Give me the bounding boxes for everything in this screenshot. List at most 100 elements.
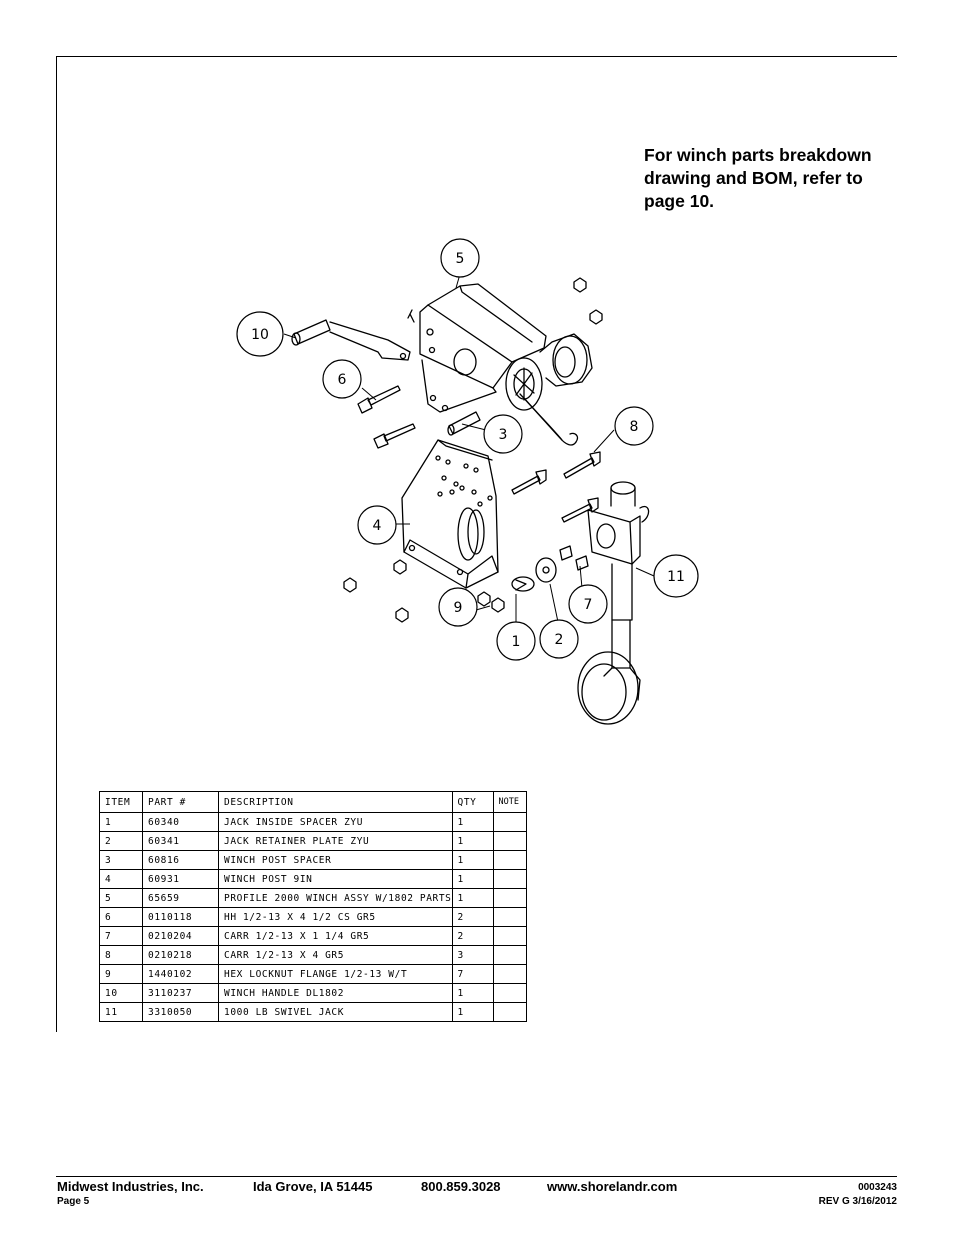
- svg-text:5: 5: [456, 251, 465, 267]
- bom-item: 10: [99, 983, 143, 1003]
- locknut-group: [343, 277, 603, 623]
- bom-description: HEX LOCKNUT FLANGE 1/2-13 W/T: [218, 964, 453, 984]
- bom-qty: 1: [451, 850, 494, 870]
- bom-description: CARR 1/2-13 X 4 GR5: [218, 945, 453, 965]
- callout-5: 5: [440, 238, 480, 278]
- bom-part: 3110237: [142, 983, 219, 1003]
- swivel-jack: [577, 481, 650, 725]
- frame-top-border: [56, 56, 897, 57]
- inside-spacer-1: [511, 576, 535, 592]
- bom-qty: 2: [451, 926, 494, 946]
- callout-2: 2: [539, 619, 579, 659]
- bom-header-part: PART #: [142, 791, 219, 813]
- footer-website: www.shorelandr.com: [547, 1179, 678, 1194]
- retainer-plate-2: [535, 557, 557, 583]
- bom-item: 7: [99, 926, 143, 946]
- svg-text:7: 7: [584, 597, 593, 613]
- bom-qty: 1: [451, 831, 494, 851]
- bom-part: 0210218: [142, 945, 219, 965]
- bom-part: 60340: [142, 812, 219, 832]
- bom-item: 2: [99, 831, 143, 851]
- bom-header-item: ITEM: [99, 791, 143, 813]
- bolt-8c: [561, 497, 599, 523]
- bom-note: [492, 831, 527, 851]
- bom-part: 60341: [142, 831, 219, 851]
- footer-city: Ida Grove, IA 51445: [253, 1179, 373, 1194]
- bom-description: HH 1/2-13 X 4 1/2 CS GR5: [218, 907, 453, 927]
- bom-header-row: ITEM PART # DESCRIPTION QTY NOTE: [99, 791, 527, 813]
- note-line-2: drawing and BOM, refer to: [644, 168, 863, 188]
- bom-header-qty: QTY: [451, 791, 494, 813]
- bom-header-description: DESCRIPTION: [218, 791, 453, 813]
- bom-part: 1440102: [142, 964, 219, 984]
- bom-qty: 2: [451, 907, 494, 927]
- bom-note: [492, 812, 527, 832]
- bom-description: WINCH POST SPACER: [218, 850, 453, 870]
- bom-part: 3310050: [142, 1002, 219, 1022]
- callout-10: 10: [236, 311, 284, 357]
- bom-part: 0210204: [142, 926, 219, 946]
- svg-text:11: 11: [667, 569, 685, 585]
- frame-left-border: [56, 56, 57, 1032]
- svg-text:2: 2: [555, 632, 564, 648]
- bom-item: 3: [99, 850, 143, 870]
- svg-text:6: 6: [338, 372, 347, 388]
- bom-item: 9: [99, 964, 143, 984]
- bom-note: [492, 888, 527, 908]
- footer-company: Midwest Industries, Inc.: [57, 1179, 204, 1194]
- callout-leaders: [283, 273, 655, 624]
- note-line-3: page 10.: [644, 191, 715, 211]
- callout-9: 9: [438, 587, 478, 627]
- svg-text:10: 10: [251, 327, 269, 343]
- callout-1: 1: [496, 621, 536, 661]
- bolt-6a: [357, 385, 401, 414]
- spacer-3: [447, 411, 481, 436]
- footer-page-number: Page 5: [57, 1196, 90, 1207]
- bom-qty: 1: [451, 983, 494, 1003]
- bom-item: 6: [99, 907, 143, 927]
- bom-description: JACK RETAINER PLATE ZYU: [218, 831, 453, 851]
- bom-description: PROFILE 2000 WINCH ASSY W/1802 PARTS: [218, 888, 453, 908]
- bom-description: JACK INSIDE SPACER ZYU: [218, 812, 453, 832]
- bom-note: [492, 926, 527, 946]
- winch-assembly: [407, 283, 593, 446]
- bom-qty: 1: [451, 1002, 494, 1022]
- bom-item: 1: [99, 812, 143, 832]
- bom-item: 8: [99, 945, 143, 965]
- bom-note: [492, 907, 527, 927]
- svg-text:8: 8: [630, 419, 639, 435]
- bom-part: 65659: [142, 888, 219, 908]
- bom-note: [492, 869, 527, 889]
- bom-part: 60816: [142, 850, 219, 870]
- bom-qty: 1: [451, 812, 494, 832]
- winch-handle: [291, 319, 411, 361]
- note-line-1: For winch parts breakdown: [644, 145, 872, 165]
- bom-description: WINCH HANDLE DL1802: [218, 983, 453, 1003]
- svg-text:9: 9: [454, 600, 463, 616]
- bom-part: 60931: [142, 869, 219, 889]
- bom-note: [492, 964, 527, 984]
- footer-revision: REV G 3/16/2012: [818, 1196, 897, 1207]
- callout-11: 11: [653, 554, 699, 598]
- callout-7: 7: [568, 584, 608, 624]
- footer-phone: 800.859.3028: [421, 1179, 501, 1194]
- bom-item: 11: [99, 1002, 143, 1022]
- bom-part: 0110118: [142, 907, 219, 927]
- svg-text:4: 4: [373, 518, 382, 534]
- callout-8: 8: [614, 406, 654, 446]
- bom-description: 1000 LB SWIVEL JACK: [218, 1002, 453, 1022]
- bom-item: 4: [99, 869, 143, 889]
- callout-6: 6: [322, 359, 362, 399]
- bolt-8b: [511, 469, 547, 495]
- footer-doc-number: 0003243: [858, 1182, 897, 1193]
- bom-note: [492, 850, 527, 870]
- svg-text:1: 1: [512, 634, 521, 650]
- bom-description: CARR 1/2-13 X 1 1/4 GR5: [218, 926, 453, 946]
